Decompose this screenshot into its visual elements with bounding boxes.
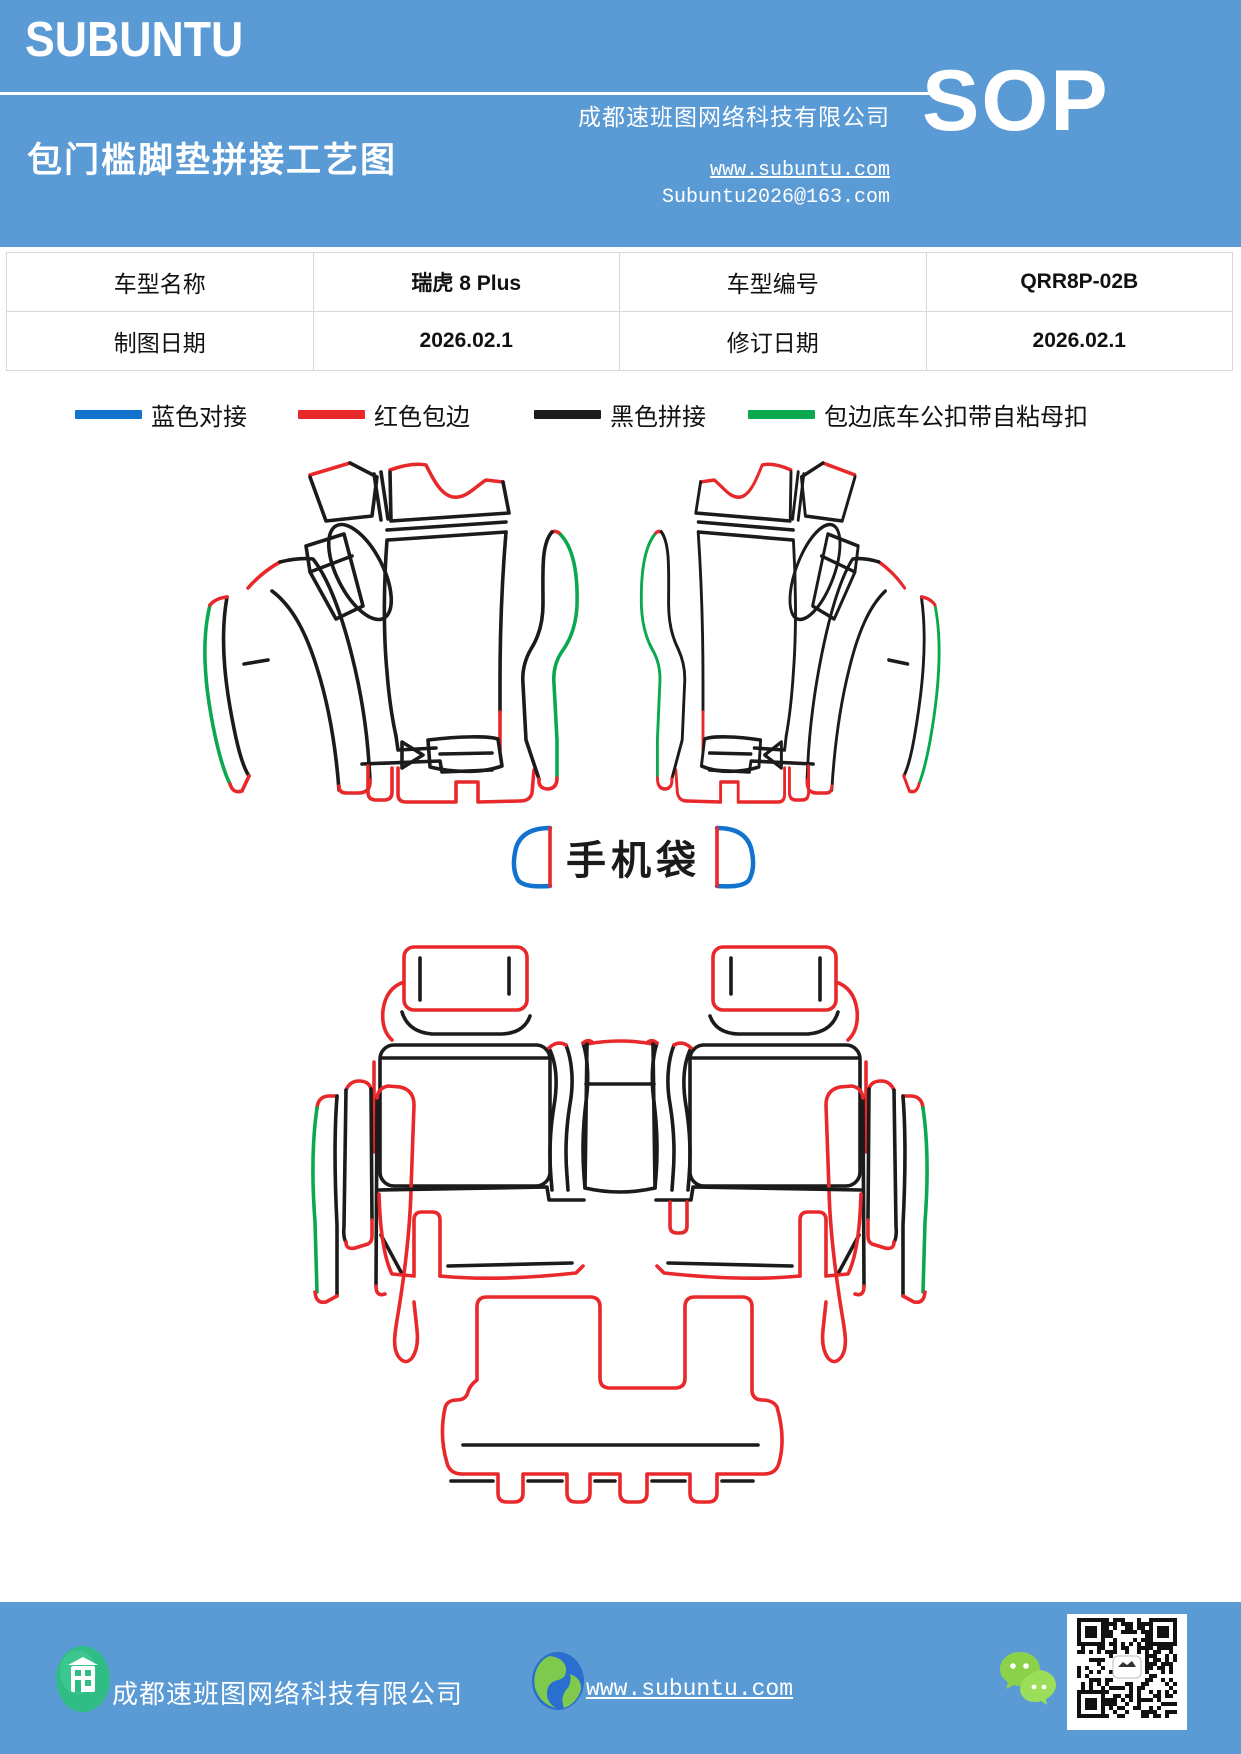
draw-date-label: 制图日期 xyxy=(6,311,314,371)
phone-bag-left-outline xyxy=(511,825,553,889)
legend-item-red: 红色包边 xyxy=(298,398,470,431)
vehicle-info-table: 车型名称 瑞虎 8 Plus 车型编号 QRR8P-02B 制图日期 2026.… xyxy=(6,252,1233,371)
revise-date-label: 修订日期 xyxy=(619,311,927,371)
front-mats-diagram xyxy=(203,461,941,804)
revise-date-value: 2026.02.1 xyxy=(925,311,1233,371)
legend-label: 红色包边 xyxy=(374,404,470,431)
sop-label: SOP xyxy=(922,53,1110,149)
model-code-value: QRR8P-02B xyxy=(925,252,1233,312)
page-title: 包门槛脚垫拼接工艺图 xyxy=(27,141,398,180)
black-line-swatch-icon xyxy=(534,409,601,419)
model-code-label: 车型编号 xyxy=(619,252,927,312)
header-divider xyxy=(0,92,932,95)
legend-item-green: 包边底车公扣带自粘母扣 xyxy=(748,398,1088,431)
phone-bag-label: 手机袋 xyxy=(508,824,759,890)
model-name-value: 瑞虎 8 Plus xyxy=(312,252,620,312)
phone-bag-right-outline xyxy=(714,825,756,889)
legend-item-black: 黑色拼接 xyxy=(534,398,706,431)
model-name-label: 车型名称 xyxy=(6,252,314,312)
draw-date-value: 2026.02.1 xyxy=(312,311,620,371)
phone-bag-text: 手机袋 xyxy=(566,838,701,883)
footer-website-link[interactable]: www.subuntu.com xyxy=(586,1676,794,1702)
red-line-swatch-icon xyxy=(298,409,365,419)
table-row: 车型名称 瑞虎 8 Plus 车型编号 QRR8P-02B xyxy=(6,252,1233,312)
rear-mats-left-group xyxy=(311,945,594,1364)
header-company-name: 成都速班图网络科技有限公司 xyxy=(578,105,890,130)
trunk-mat-outline xyxy=(440,1295,784,1504)
footer-company-name: 成都速班图网络科技有限公司 xyxy=(112,1680,464,1709)
globe-icon xyxy=(532,1652,584,1710)
company-building-icon xyxy=(56,1646,110,1712)
legend-label: 黑色拼接 xyxy=(610,404,706,431)
brand-logo: SUBUNTU xyxy=(25,11,244,67)
header-contact-block: 成都速班图网络科技有限公司 www.subuntu.com Subuntu202… xyxy=(460,98,890,209)
table-row: 制图日期 2026.02.1 修订日期 2026.02.1 xyxy=(6,311,1233,371)
rear-center-console xyxy=(583,1039,689,1235)
legend-label: 包边底车公扣带自粘母扣 xyxy=(824,404,1088,431)
green-line-swatch-icon xyxy=(748,409,815,419)
front-mats-left-group xyxy=(203,461,579,804)
front-mats-right-group xyxy=(639,461,941,804)
legend-item-blue: 蓝色对接 xyxy=(75,398,247,431)
header-banner xyxy=(0,0,1241,247)
qr-code xyxy=(1067,1614,1187,1730)
header-email-text: Subuntu2026@163.com xyxy=(661,186,890,209)
header-website-link[interactable]: www.subuntu.com xyxy=(709,159,890,182)
legend-label: 蓝色对接 xyxy=(151,404,247,431)
blue-line-swatch-icon xyxy=(75,409,142,419)
rear-mats-diagram xyxy=(311,945,929,1504)
wechat-icon xyxy=(1000,1652,1056,1705)
